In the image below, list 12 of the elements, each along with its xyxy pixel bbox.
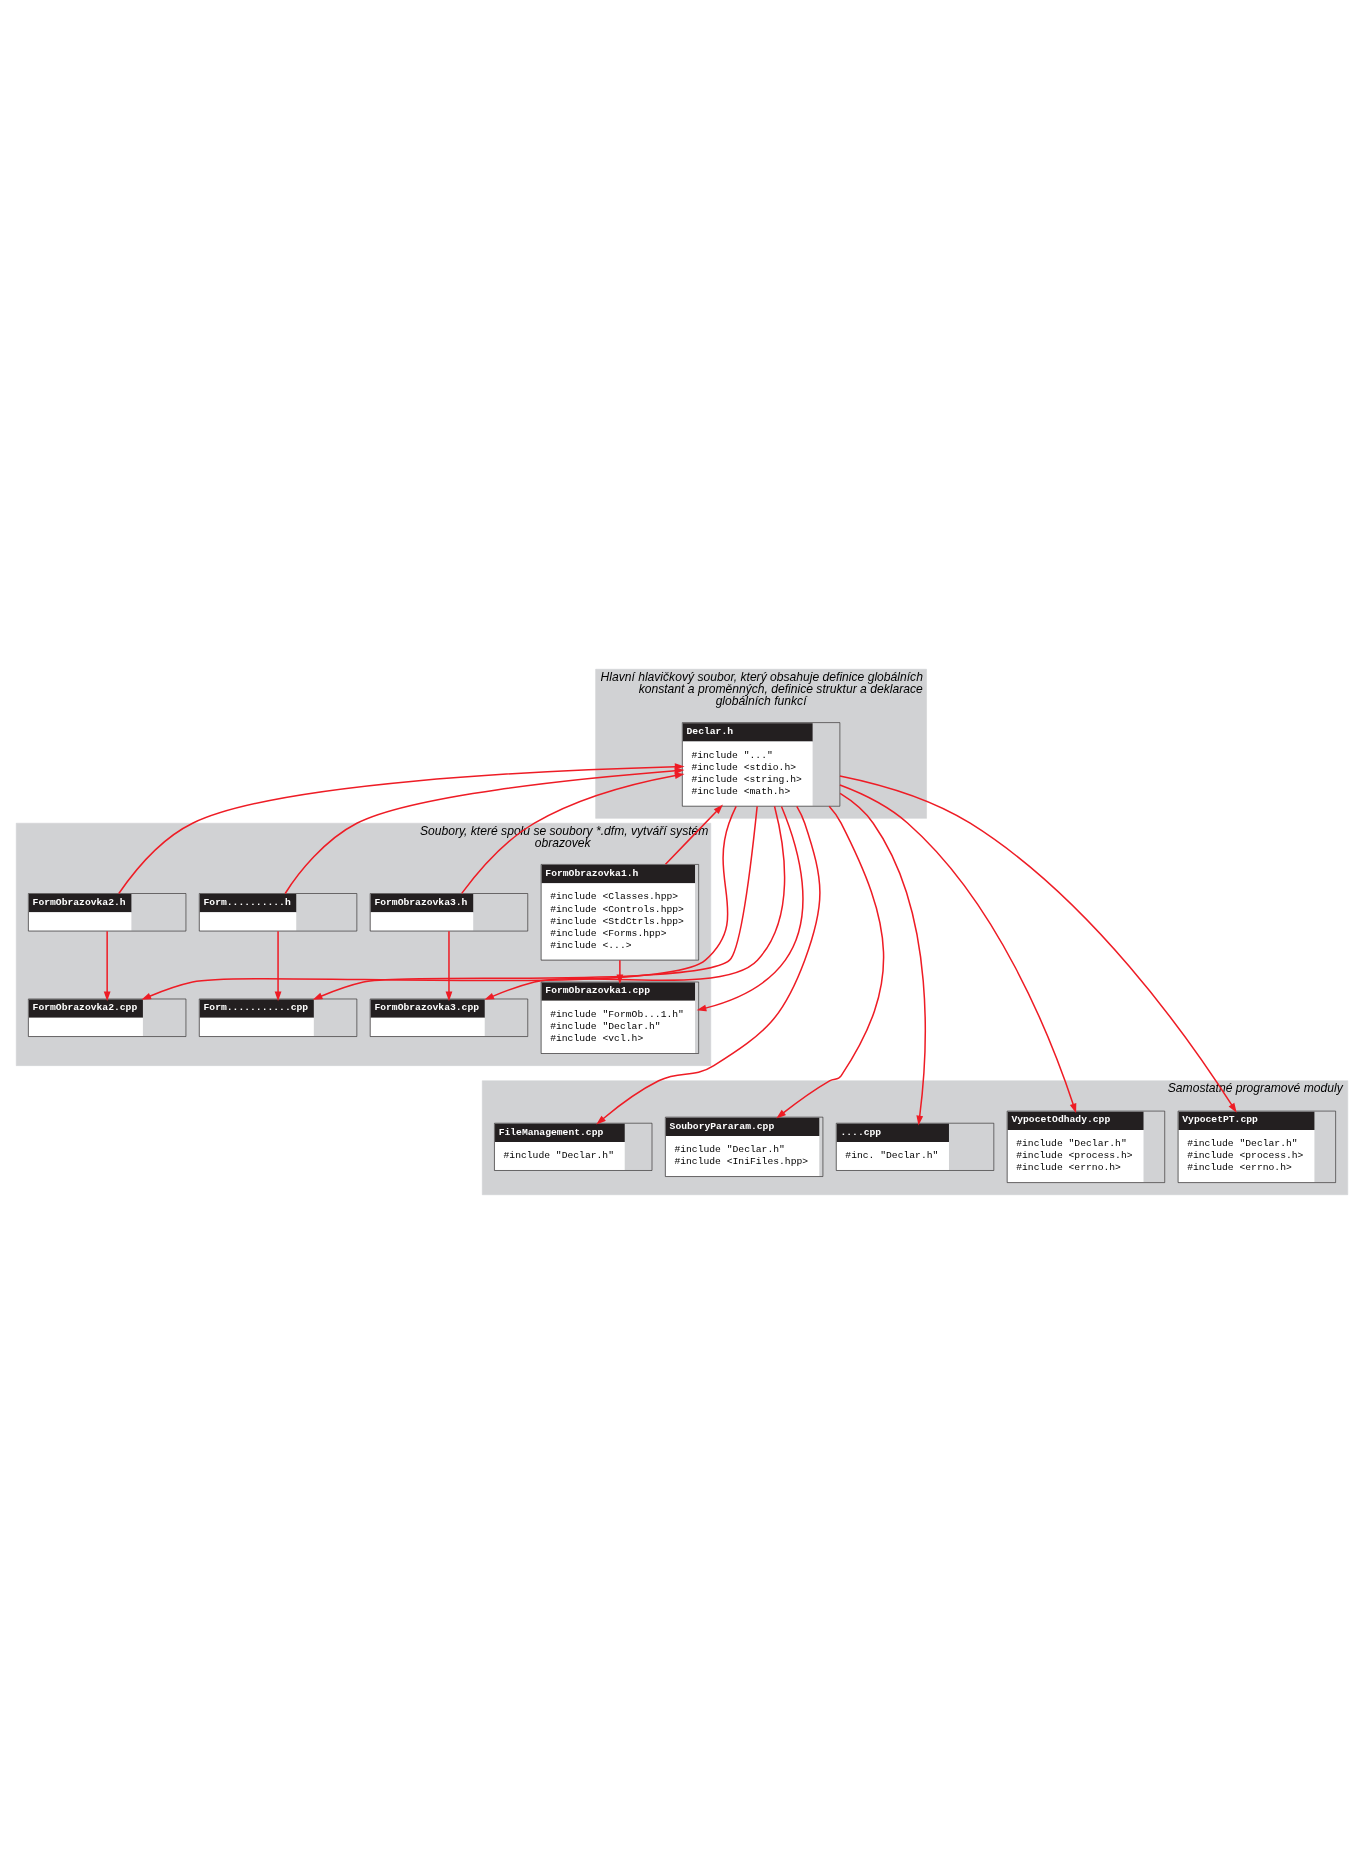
arrow [445, 930, 453, 1001]
arrow [696, 805, 804, 1011]
arrow [776, 805, 885, 1118]
arrow [460, 771, 685, 894]
arrow [103, 930, 111, 1001]
arrow [839, 774, 1237, 1113]
arrow [616, 959, 624, 984]
arrow [596, 805, 821, 1125]
arrow [664, 804, 723, 865]
arrow [839, 792, 926, 1125]
arrow [839, 783, 1077, 1113]
arrow [274, 930, 282, 1001]
